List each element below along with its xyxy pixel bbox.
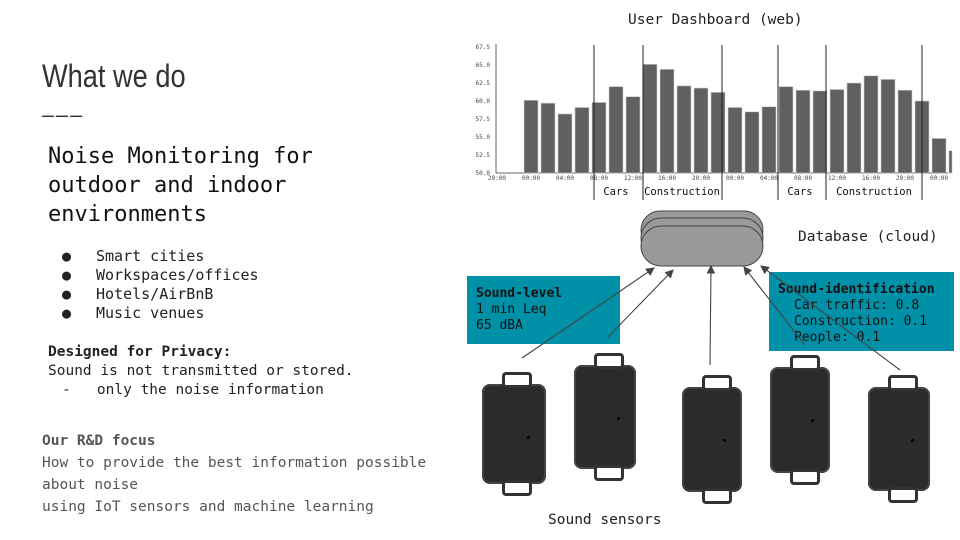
chart-bar bbox=[897, 89, 913, 174]
y-tick-label: 52.5 bbox=[476, 152, 491, 159]
x-tick-label: 00:00 bbox=[522, 175, 540, 182]
x-tick-label: 16:00 bbox=[658, 175, 676, 182]
period-annotation: Construction bbox=[836, 186, 912, 198]
list-item: ●Smart cities bbox=[62, 247, 205, 265]
dashboard-label: User Dashboard (web) bbox=[628, 12, 803, 28]
sound-sensor bbox=[574, 353, 636, 481]
sound-sensor bbox=[868, 375, 930, 503]
period-annotation: Construction bbox=[644, 186, 720, 198]
period-annotation: Cars bbox=[603, 186, 628, 198]
x-tick-label: 20:00 bbox=[692, 175, 710, 182]
bullet-text: Hotels/AirBnB bbox=[96, 285, 214, 303]
x-tick-label: 20:00 bbox=[896, 175, 914, 182]
sound-id-line: Construction: 0.1 bbox=[794, 314, 928, 329]
chart-bar bbox=[591, 102, 607, 174]
chart-bar bbox=[574, 107, 590, 174]
sound-id-line: Car traffic: 0.8 bbox=[794, 298, 920, 313]
sound-id-heading: Sound-identification bbox=[778, 282, 935, 297]
rd-line: using IoT sensors and machine learning bbox=[42, 499, 374, 515]
sound-level-heading: Sound-level bbox=[476, 286, 563, 301]
sensor-mic-hole bbox=[723, 439, 726, 442]
chart-bar bbox=[557, 113, 573, 174]
sensor-mic-hole bbox=[527, 436, 530, 439]
sensor-mic-hole bbox=[911, 439, 914, 442]
chart-bar bbox=[659, 69, 675, 174]
y-tick-label: 50.0 bbox=[476, 170, 491, 177]
list-item: ●Hotels/AirBnB bbox=[62, 285, 214, 303]
y-tick-label: 57.5 bbox=[476, 116, 491, 123]
privacy-sub: - only the noise information bbox=[62, 382, 324, 398]
period-annotation: Cars bbox=[787, 186, 812, 198]
y-tick-label: 67.5 bbox=[476, 44, 491, 51]
privacy-text: Sound is not transmitted or stored. bbox=[48, 363, 354, 379]
list-item: ●Workspaces/offices bbox=[62, 266, 259, 284]
sound-sensor bbox=[770, 355, 830, 485]
arrows bbox=[521, 264, 901, 371]
rd-line: How to provide the best information poss… bbox=[42, 455, 427, 471]
y-tick-label: 62.5 bbox=[476, 80, 491, 87]
sound-id-line: People: 0.1 bbox=[794, 330, 881, 345]
privacy-heading: Designed for Privacy: bbox=[48, 344, 232, 360]
sensors-label: Sound sensors bbox=[548, 512, 662, 528]
chart-bar bbox=[846, 82, 862, 174]
y-tick-label: 65.0 bbox=[476, 62, 491, 69]
y-tick-label: 60.0 bbox=[476, 98, 491, 105]
chart-bar bbox=[693, 87, 709, 174]
chart-bar bbox=[523, 99, 539, 174]
x-tick-label: 00:00 bbox=[930, 175, 948, 182]
x-tick-label: 08:00 bbox=[794, 175, 812, 182]
x-tick-label: 04:00 bbox=[760, 175, 778, 182]
rd-line: about noise bbox=[42, 477, 139, 493]
chart-bar bbox=[948, 150, 953, 174]
database-icon bbox=[640, 210, 764, 267]
chart-bar bbox=[880, 79, 896, 174]
title-rule: ——— bbox=[42, 103, 85, 127]
x-tick-label: 20:00 bbox=[488, 175, 506, 182]
sound-level-line: 65 dBA bbox=[476, 318, 523, 333]
use-case-list: ●Smart cities ●Workspaces/offices ●Hotel… bbox=[62, 247, 259, 323]
chart-bar bbox=[761, 106, 777, 174]
chart-bar bbox=[608, 86, 624, 174]
x-tick-label: 12:00 bbox=[624, 175, 642, 182]
chart-bar bbox=[676, 85, 692, 174]
bullet-text: Music venues bbox=[96, 304, 205, 322]
chart-bar bbox=[744, 111, 760, 174]
sound-level-line: 1 min Leq bbox=[476, 302, 547, 317]
rd-heading: Our R&D focus bbox=[42, 433, 156, 449]
x-tick-label: 08:00 bbox=[590, 175, 608, 182]
bullet-text: Smart cities bbox=[96, 247, 205, 265]
chart-bar bbox=[863, 75, 879, 174]
sensor-mic-hole bbox=[617, 417, 620, 420]
privacy-section: Designed for Privacy: Sound is not trans… bbox=[48, 343, 354, 400]
sensor-mic-hole bbox=[811, 419, 814, 422]
database-label: Database (cloud) bbox=[798, 229, 938, 245]
chart-bar bbox=[795, 89, 811, 174]
chart-bar bbox=[778, 86, 794, 174]
chart-bar bbox=[931, 138, 947, 174]
sound-sensor bbox=[682, 375, 742, 504]
chart-bar bbox=[727, 107, 743, 174]
subtitle: Noise Monitoring for outdoor and indoor … bbox=[48, 144, 313, 227]
chart-bar bbox=[540, 102, 556, 174]
slide-title: What we do bbox=[42, 58, 186, 94]
x-tick-label: 12:00 bbox=[828, 175, 846, 182]
list-item: ●Music venues bbox=[62, 304, 205, 322]
sound-level-box: Sound-level 1 min Leq 65 dBA bbox=[467, 276, 620, 344]
x-tick-label: 16:00 bbox=[862, 175, 880, 182]
y-tick-label: 55.0 bbox=[476, 134, 491, 141]
chart-bar bbox=[829, 89, 845, 174]
chart-bar bbox=[812, 90, 828, 174]
x-tick-label: 04:00 bbox=[556, 175, 574, 182]
sound-sensor bbox=[482, 372, 546, 496]
chart-bar bbox=[625, 96, 641, 174]
rd-section: Our R&D focus How to provide the best in… bbox=[42, 430, 426, 518]
x-tick-label: 00:00 bbox=[726, 175, 744, 182]
bullet-text: Workspaces/offices bbox=[96, 266, 259, 284]
